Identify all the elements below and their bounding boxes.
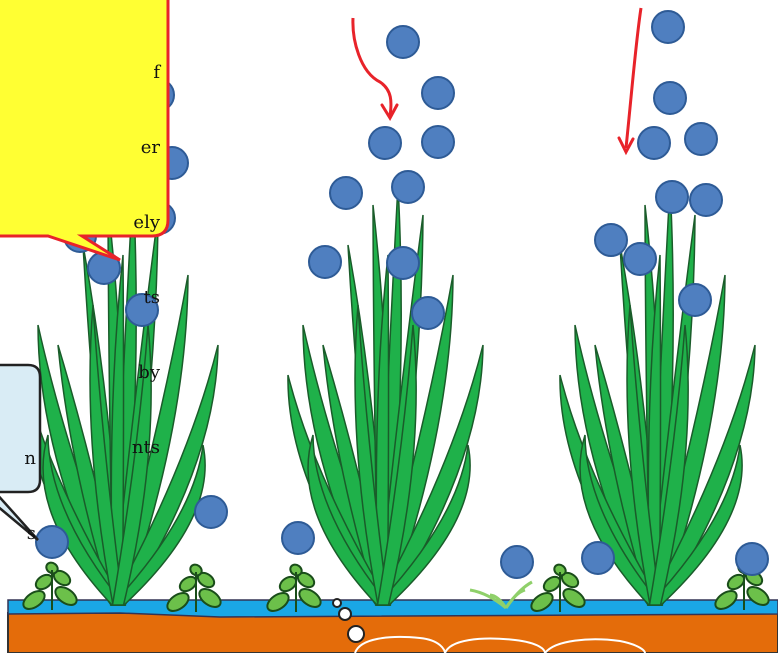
- callout-line: er: [88, 135, 160, 160]
- rain-droplet-icon: [195, 496, 227, 528]
- rain-droplet-icon: [387, 247, 419, 279]
- rain-droplet-icon: [685, 123, 717, 155]
- callout-line: ely: [88, 210, 160, 235]
- rain-droplet-icon: [690, 184, 722, 216]
- rain-droplet-icon: [36, 526, 68, 558]
- rain-droplet-icon: [330, 177, 362, 209]
- rain-droplet-icon: [422, 126, 454, 158]
- rain-droplet-icon: [582, 542, 614, 574]
- rain-droplet-icon: [624, 243, 656, 275]
- rain-droplet-icon: [656, 181, 688, 213]
- rain-droplet-icon: [654, 82, 686, 114]
- rain-droplet-icon: [422, 77, 454, 109]
- rain-droplet-icon: [679, 284, 711, 316]
- callout-line: f: [88, 60, 160, 85]
- soil-layer: [8, 613, 778, 653]
- rain-droplet-icon: [392, 171, 424, 203]
- callout-line: by: [88, 360, 160, 385]
- rain-droplet-icon: [412, 297, 444, 329]
- rice-plant-icon: [560, 185, 755, 605]
- callout-line: nts: [88, 435, 160, 460]
- curved-arrow-icon: [88, 0, 641, 148]
- rain-droplet-icon: [638, 127, 670, 159]
- callout-line: n: [0, 446, 36, 471]
- blue-callout-text: n s: [0, 396, 36, 571]
- rain-droplet-icon: [282, 522, 314, 554]
- rain-droplet-icon: [309, 246, 341, 278]
- rain-droplet-icon: [652, 11, 684, 43]
- rain-droplet-icon: [736, 543, 768, 575]
- rain-droplet-icon: [387, 26, 419, 58]
- yellow-callout-text: f er ely ts by nts: [88, 10, 160, 485]
- callout-line: s: [0, 521, 36, 546]
- rain-droplet-icon: [369, 127, 401, 159]
- rain-droplet-icon: [595, 224, 627, 256]
- callout-line: ts: [88, 285, 160, 310]
- paddy-field: [8, 600, 778, 653]
- rain-droplet-icon: [501, 546, 533, 578]
